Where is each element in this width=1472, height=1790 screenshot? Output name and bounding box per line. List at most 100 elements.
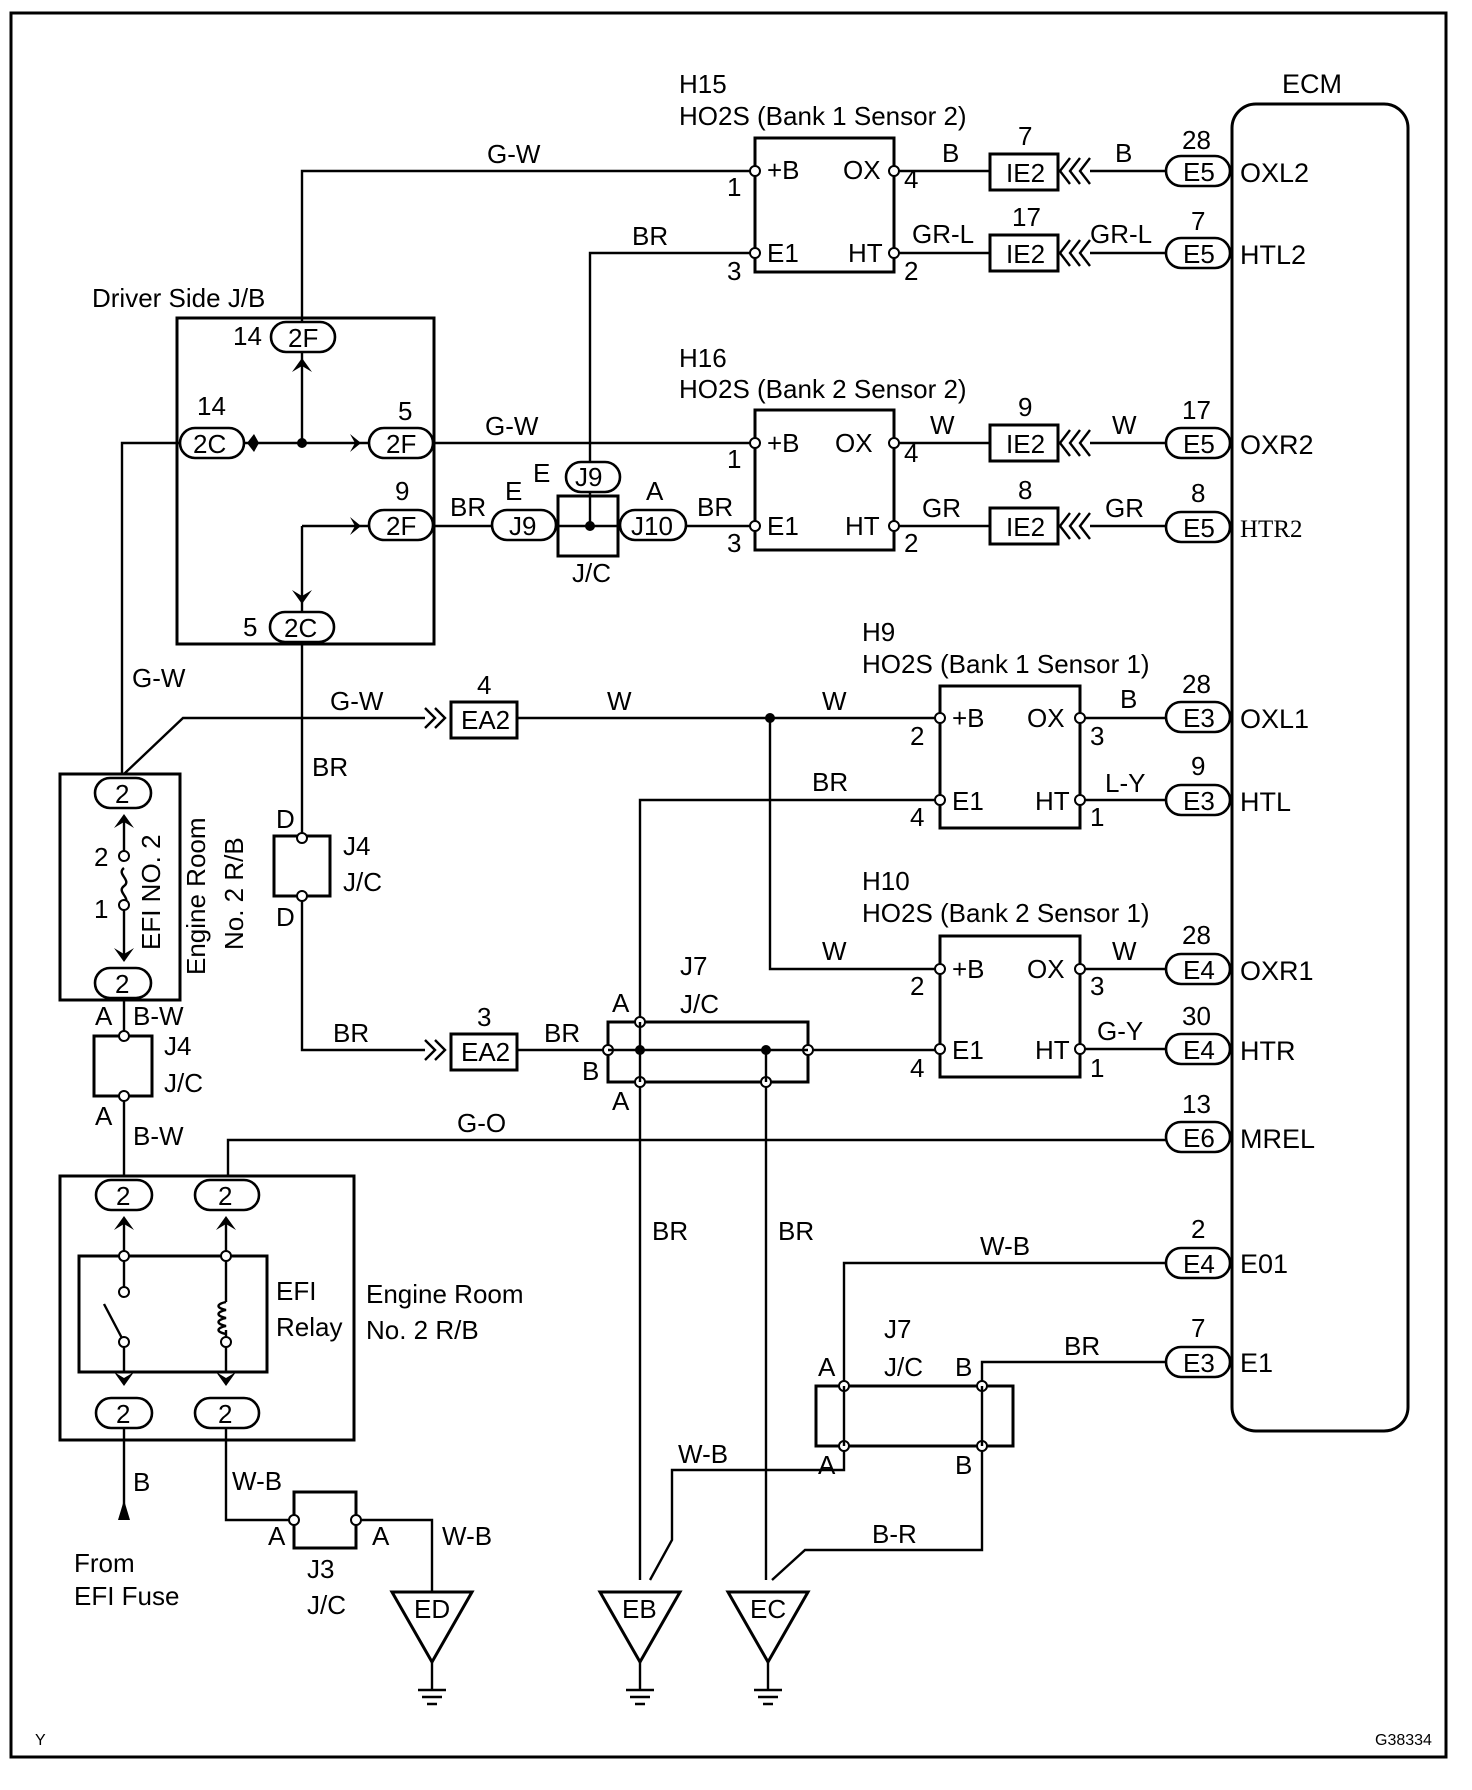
ecm-terminal-pin: 17: [1182, 395, 1211, 425]
label-text: E1: [952, 1035, 984, 1065]
label-text: 14: [197, 391, 226, 421]
label-text: IE2: [1006, 512, 1045, 542]
ecm-terminal-pin: 2: [1191, 1214, 1205, 1244]
ecm-terminal-pin: 28: [1182, 125, 1211, 155]
label-text: 1: [1090, 802, 1104, 832]
ecm-terminal-conn: E5: [1183, 429, 1215, 459]
rb-label: Engine Room: [366, 1279, 524, 1309]
label-text: 5: [398, 396, 412, 426]
ecm-terminal-name: OXR2: [1240, 430, 1314, 460]
ecm-terminal-pin: 9: [1191, 751, 1205, 781]
label-text: J3: [307, 1554, 334, 1584]
label-text: 2: [115, 779, 129, 809]
label-text: A: [646, 476, 664, 506]
label-text: 4: [904, 164, 918, 194]
ecm-terminal-oxl2: 28 E5 OXL2: [1164, 125, 1309, 188]
ecm-terminal-htl: 9 E3 HTL: [1164, 751, 1291, 817]
ecm-terminal-name: HTR2: [1240, 516, 1303, 543]
wire-label: GR-L: [1090, 219, 1152, 249]
ie2-connector: 17 IE2: [988, 202, 1091, 273]
label-text: H16: [679, 343, 727, 373]
label-text: 2F: [288, 323, 318, 353]
label-text: 2: [910, 721, 924, 751]
from-label: EFI Fuse: [74, 1581, 179, 1611]
ecm-terminal-name: OXL1: [1240, 704, 1309, 734]
label-text: 2: [904, 528, 918, 558]
wire-label: G-O: [457, 1108, 506, 1138]
ecm-terminal-e01: 2 E4 E01: [1164, 1214, 1288, 1280]
label-text: OX: [1027, 954, 1065, 984]
wire-label: BR: [1064, 1331, 1100, 1361]
label-text: 3: [477, 1002, 491, 1032]
label-text: IE2: [1006, 239, 1045, 269]
label-text: HO2S (Bank 2 Sensor 1): [862, 898, 1150, 928]
fuse-label: EFI NO. 2: [136, 834, 166, 950]
label-text: A: [372, 1521, 390, 1551]
ecm-terminal-pin: 28: [1182, 920, 1211, 950]
wire-label: GR-L: [912, 219, 974, 249]
ecm-terminal-e1: 7 E3 E1: [1164, 1313, 1273, 1379]
sensor-h9: H9 HO2S (Bank 1 Sensor 1) +B OX E1 HT 2 …: [862, 617, 1150, 832]
ground-ec: EC: [725, 1590, 811, 1706]
wire-label: L-Y: [1105, 768, 1145, 798]
label-text: 2: [910, 971, 924, 1001]
label-text: 3: [727, 528, 741, 558]
wire-label: BR: [652, 1216, 688, 1246]
wire-label: BR: [450, 492, 486, 522]
ecm-terminal-name: MREL: [1240, 1124, 1315, 1154]
label-text: J10: [631, 511, 673, 541]
ecm-terminal-conn: E6: [1183, 1123, 1215, 1153]
footer-left: Y: [35, 1732, 46, 1749]
label-text: 17: [1012, 202, 1041, 232]
label-text: HO2S (Bank 2 Sensor 2): [679, 374, 967, 404]
label-text: H9: [862, 617, 895, 647]
efi-relay-rb: 2 2 2 2 EFI Relay: [58, 1174, 356, 1442]
wire-label: G-Y: [1097, 1016, 1143, 1046]
ecm-terminal-conn: E4: [1183, 1035, 1215, 1065]
ecm-terminal-name: E01: [1240, 1249, 1288, 1279]
ecm-terminal-oxr1: 28 E4 OXR1: [1164, 920, 1314, 986]
label-text: 4: [477, 670, 491, 700]
wire-label: W-B: [232, 1466, 282, 1496]
label-text: J/C: [572, 558, 611, 588]
label-text: OX: [835, 428, 873, 458]
label-text: J4: [164, 1031, 191, 1061]
label-text: EB: [622, 1594, 657, 1624]
wire-label: W: [1112, 936, 1137, 966]
wire-label: W-B: [980, 1231, 1030, 1261]
j7-jc-mid: J7 J/C A B A: [582, 951, 814, 1116]
label-text: 8: [1018, 475, 1032, 505]
label-text: H10: [862, 866, 910, 896]
wire-label: BR: [697, 492, 733, 522]
label-text: EC: [750, 1594, 786, 1624]
ie2-connector: 9 IE2: [988, 392, 1091, 463]
label-text: 2F: [386, 511, 416, 541]
label-text: IE2: [1006, 429, 1045, 459]
wire-label: GR: [922, 493, 961, 523]
label-text: Driver Side J/B: [92, 283, 265, 313]
label-text: 1: [727, 172, 741, 202]
label-text: 1: [94, 894, 108, 924]
ecm-terminal-name: E1: [1240, 1348, 1273, 1378]
label-text: E1: [767, 238, 799, 268]
label-text: J/C: [680, 989, 719, 1019]
label-text: 2: [904, 256, 918, 286]
label-text: HO2S (Bank 1 Sensor 2): [679, 101, 967, 131]
label-text: E1: [767, 511, 799, 541]
ecm-terminal-name: HTL2: [1240, 240, 1306, 270]
wire-label: B: [1120, 684, 1137, 714]
ecm-terminal-conn: E4: [1183, 955, 1215, 985]
ground-ed: ED: [389, 1590, 475, 1706]
wire-label: W: [822, 936, 847, 966]
label-text: E1: [952, 786, 984, 816]
label-text: 4: [904, 438, 918, 468]
label-text: HT: [845, 511, 880, 541]
label-text: J/C: [884, 1352, 923, 1382]
label-text: 1: [727, 444, 741, 474]
label-text: 2: [94, 842, 108, 872]
wire-label: GR: [1105, 493, 1144, 523]
ecm-terminal-conn: E5: [1183, 239, 1215, 269]
ecm-terminal-mrel: 13 E6 MREL: [1164, 1089, 1315, 1154]
label-text: 2C: [193, 429, 226, 459]
